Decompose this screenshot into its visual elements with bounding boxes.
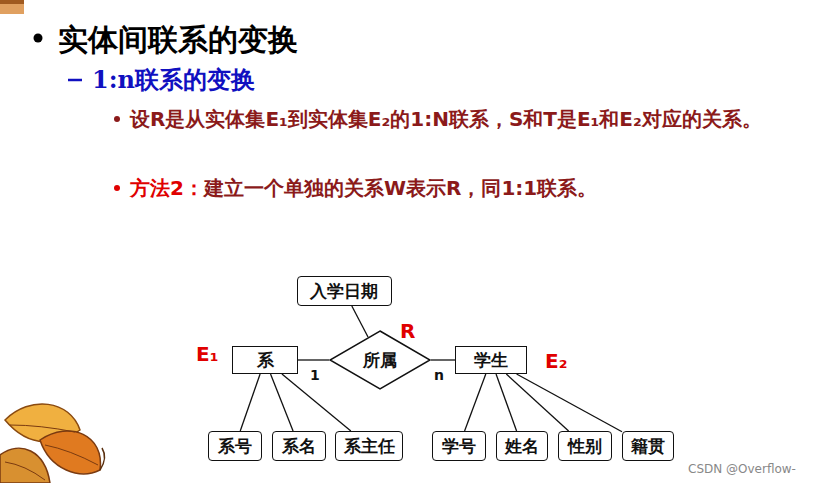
- entity-tag: E₂: [545, 348, 567, 375]
- connector-line: [352, 306, 368, 337]
- node-label: 所属: [363, 351, 397, 370]
- bullet-dot: [114, 185, 120, 191]
- connector-line: [298, 359, 329, 360]
- node-label: 籍贯: [631, 437, 665, 456]
- attribute-box: 入学日期: [297, 276, 392, 306]
- attribute-box: 姓名: [496, 431, 548, 461]
- bullet-text: 建立一个单独的关系W表示R，同1:1联系。: [204, 175, 597, 202]
- node-label: 系名: [282, 437, 316, 456]
- bullet-text: 设R是从实体集E₁到实体集E₂的1:N联系，S和T是E₁和E₂对应的关系。: [130, 106, 806, 133]
- node-label: 学生: [474, 351, 508, 370]
- attribute-box: 系主任: [335, 431, 403, 461]
- node-label: 性别: [568, 437, 602, 456]
- connector-line: [465, 374, 486, 431]
- connector-line: [496, 374, 517, 431]
- node-label: 入学日期: [310, 282, 378, 301]
- leaf-ornament: [0, 404, 105, 483]
- attribute-box: 性别: [558, 431, 612, 461]
- cardinality-label: n: [433, 368, 445, 383]
- cardinality-label: 1: [309, 368, 321, 383]
- relation-name: R: [400, 318, 415, 345]
- slide-heading: 实体间联系的变换: [58, 20, 298, 61]
- attribute-box: 系名: [272, 431, 326, 461]
- relationship-diamond: 所属: [329, 330, 431, 390]
- connector-line: [517, 374, 622, 432]
- corner-ornament: [0, 0, 24, 14]
- node-label: 系: [257, 351, 274, 370]
- node-label: 姓名: [505, 437, 539, 456]
- connector-line: [271, 374, 294, 431]
- node-label: 系主任: [344, 437, 395, 456]
- connector-line: [431, 359, 455, 360]
- connector-line: [240, 374, 260, 431]
- bullet-dot: [34, 34, 43, 43]
- node-label: 学号: [442, 437, 476, 456]
- entity-box: 系: [232, 346, 298, 374]
- watermark: CSDN @Overflow-: [688, 461, 796, 477]
- method-label: 方法2：: [130, 175, 204, 202]
- attribute-box: 籍贯: [622, 431, 674, 461]
- entity-tag: E₁: [196, 341, 218, 368]
- attribute-box: 学号: [432, 431, 486, 461]
- attribute-box: 系号: [208, 431, 262, 461]
- sub-heading: 1:n联系的变换: [92, 64, 255, 96]
- corner-ornament: [0, 0, 24, 4]
- bullet-dot: [114, 116, 120, 122]
- node-label: 系号: [218, 437, 252, 456]
- entity-box: 学生: [455, 346, 527, 374]
- dash-bullet: [68, 79, 82, 82]
- connector-line: [506, 374, 568, 431]
